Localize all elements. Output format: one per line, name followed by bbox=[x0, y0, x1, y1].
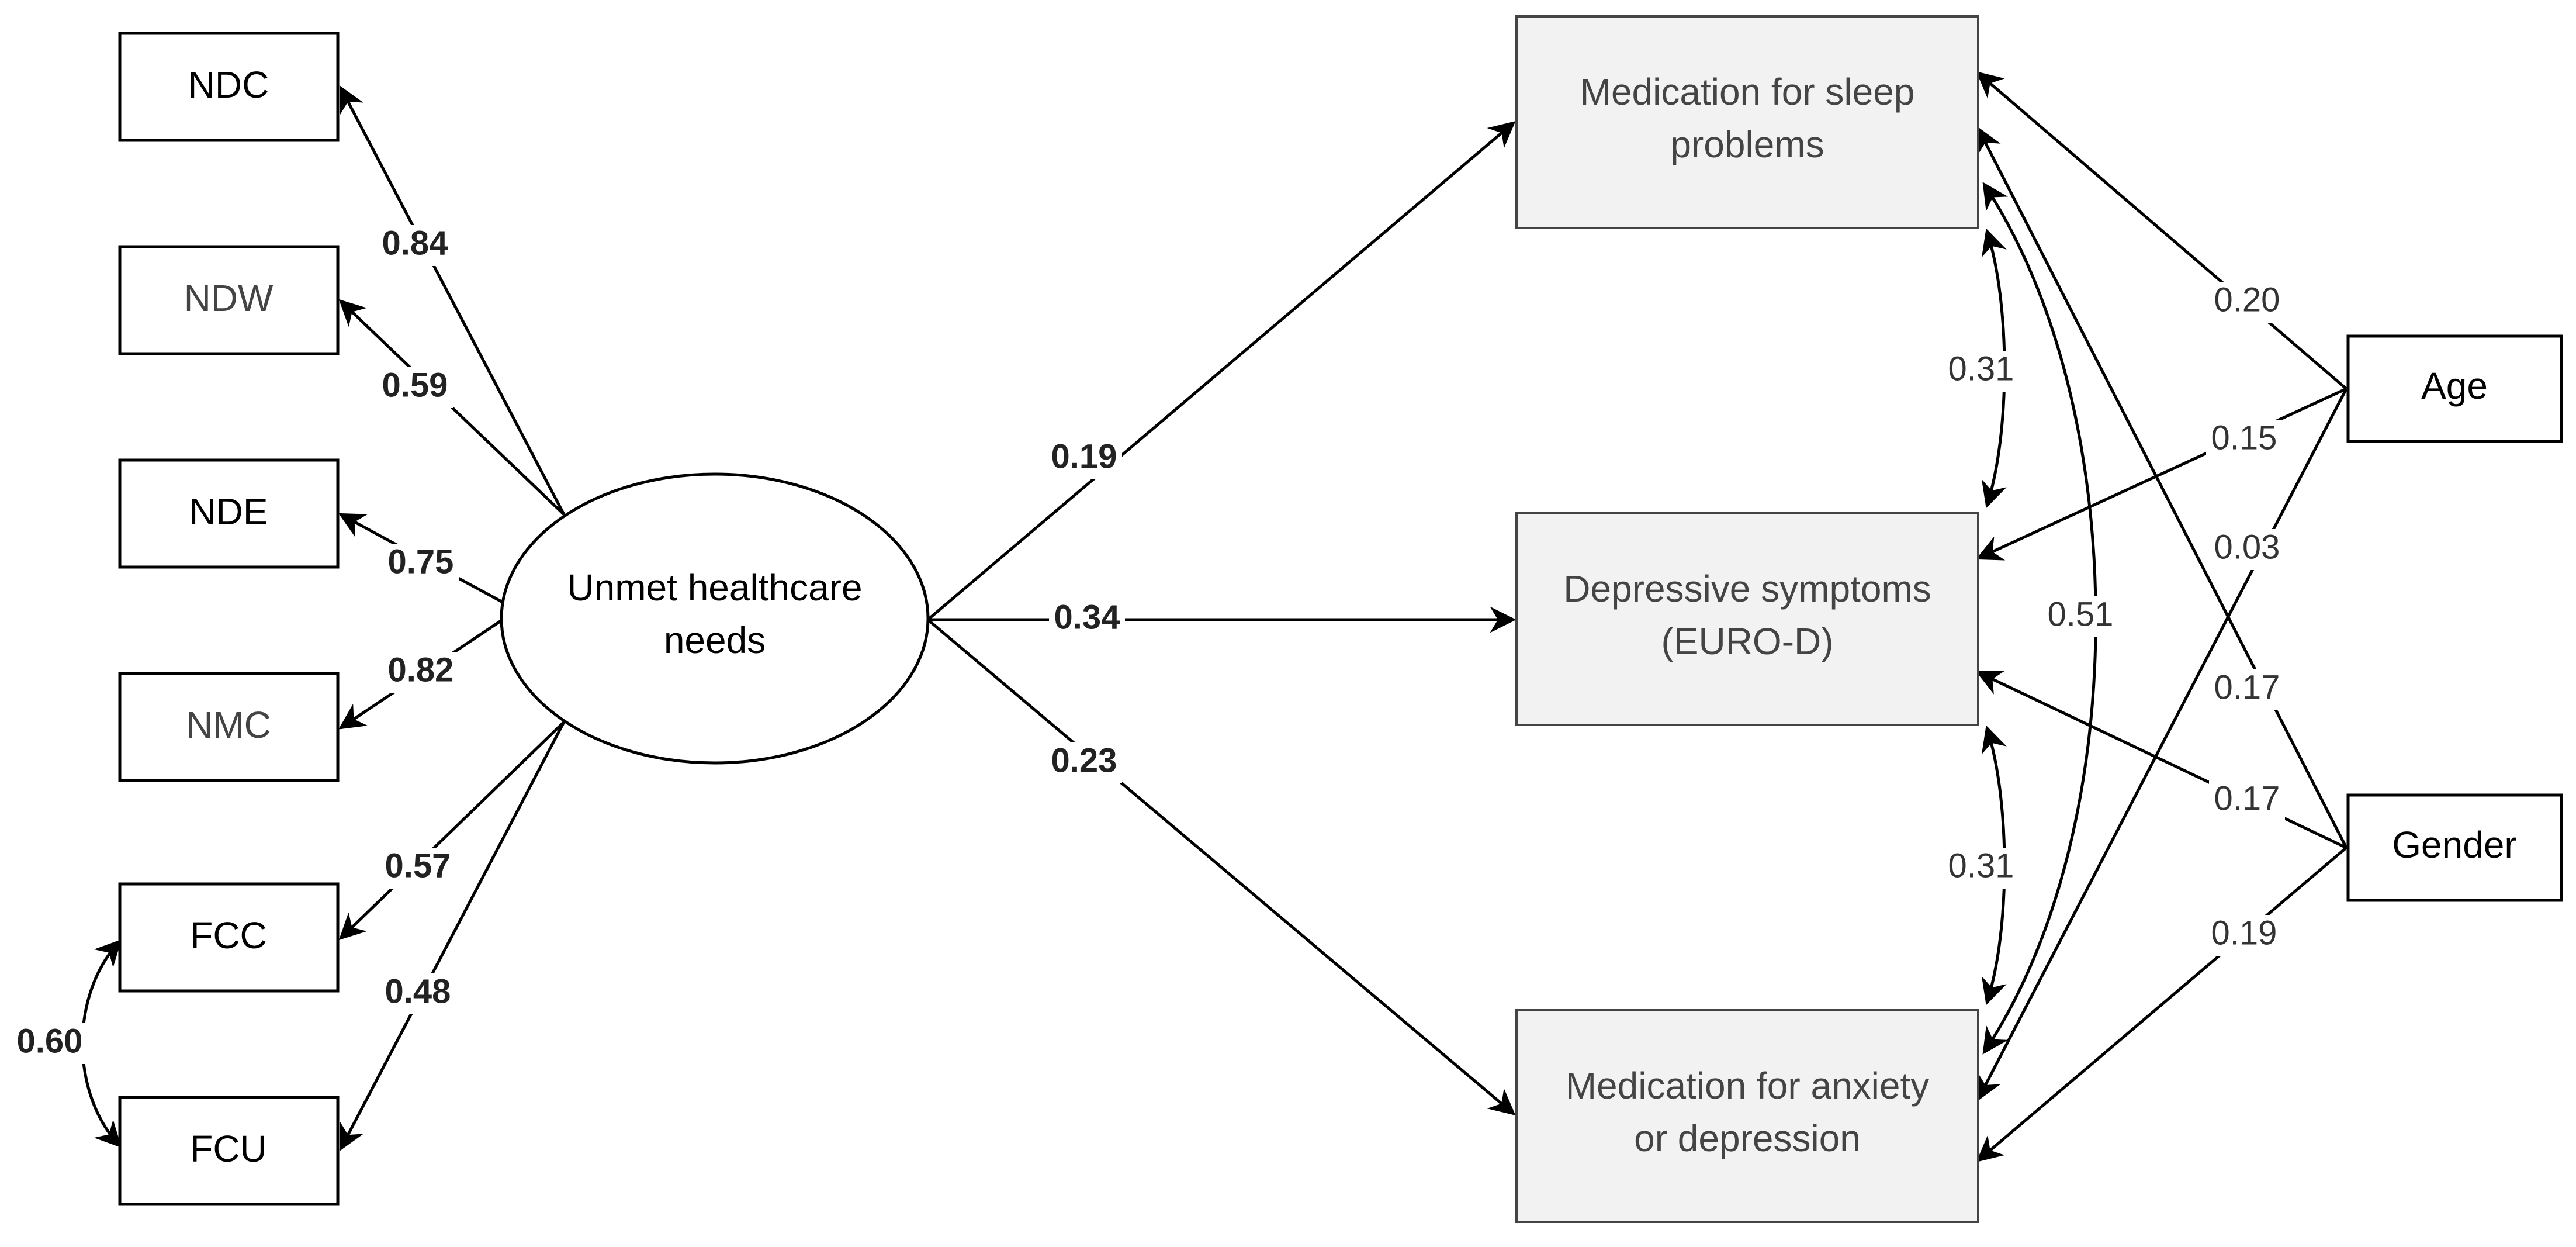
svg-text:0.31: 0.31 bbox=[1948, 847, 2014, 885]
anxiety-label-line1: Medication for anxiety bbox=[1566, 1065, 1930, 1107]
edge-age-anxiety bbox=[1976, 388, 2348, 1101]
label-latent-sleep: 0.19 bbox=[1046, 437, 1122, 479]
svg-text:0.17: 0.17 bbox=[2214, 779, 2280, 817]
label-latent-depressive: 0.34 bbox=[1049, 598, 1125, 640]
node-gender-label: Gender bbox=[2392, 824, 2516, 866]
edge-gender-anxiety bbox=[1976, 847, 2348, 1162]
label-age-anxiety: 0.03 bbox=[2209, 528, 2285, 570]
svg-text:0.75: 0.75 bbox=[388, 543, 454, 581]
svg-text:0.15: 0.15 bbox=[2211, 419, 2277, 457]
edge-age-sleep bbox=[1976, 71, 2348, 390]
label-fcu: 0.48 bbox=[380, 972, 456, 1014]
svg-text:0.03: 0.03 bbox=[2214, 528, 2280, 566]
label-sleep-depressive: 0.31 bbox=[1943, 350, 2019, 392]
node-fcc: FCC bbox=[118, 882, 340, 993]
label-gender-sleep: 0.17 bbox=[2209, 668, 2285, 710]
node-ndc-label: NDC bbox=[188, 64, 269, 106]
node-depressive-symptoms: Depressive symptoms (EURO-D) bbox=[1515, 512, 1979, 726]
edge-latent-anxiety bbox=[928, 620, 1516, 1115]
depressive-label-line2: (EURO-D) bbox=[1661, 620, 1833, 662]
svg-text:0.23: 0.23 bbox=[1051, 741, 1117, 779]
edge-gender-depressive bbox=[1975, 671, 2348, 849]
svg-text:0.20: 0.20 bbox=[2214, 281, 2280, 319]
node-fcc-label: FCC bbox=[190, 914, 267, 956]
depressive-label-line1: Depressive symptoms bbox=[1563, 568, 1931, 610]
indicator-nodes: NDC NDW NDE NMC FCC FCU bbox=[118, 32, 340, 1206]
svg-text:0.60: 0.60 bbox=[17, 1022, 83, 1060]
edge-latent-fcu bbox=[339, 721, 566, 1151]
edge-fcc-fcu-correlation bbox=[81, 939, 122, 1148]
covariate-nodes: Age Gender bbox=[2346, 334, 2563, 902]
node-age-label: Age bbox=[2421, 365, 2488, 407]
svg-text:0.19: 0.19 bbox=[1051, 437, 1117, 475]
node-ndw-label: NDW bbox=[184, 277, 273, 319]
node-gender: Gender bbox=[2346, 793, 2563, 902]
svg-text:0.51: 0.51 bbox=[2048, 595, 2114, 633]
node-fcu-label: FCU bbox=[190, 1128, 267, 1170]
edge-latent-ndc bbox=[339, 85, 566, 516]
node-medication-anxiety: Medication for anxiety or depression bbox=[1515, 1009, 1979, 1223]
svg-text:0.31: 0.31 bbox=[1948, 350, 2014, 388]
edge-latent-sleep bbox=[928, 121, 1516, 620]
edge-gender-sleep bbox=[1976, 126, 2348, 849]
svg-text:0.19: 0.19 bbox=[2211, 914, 2277, 952]
sleep-label-line1: Medication for sleep bbox=[1580, 71, 1915, 113]
coefficient-labels: 0.84 0.59 0.75 0.82 0.57 0.48 0.60 0.1 bbox=[12, 224, 2285, 1064]
node-nmc: NMC bbox=[118, 672, 340, 782]
label-sleep-anxiety: 0.51 bbox=[2042, 595, 2118, 637]
node-nde-label: NDE bbox=[189, 490, 268, 533]
label-ndc: 0.84 bbox=[377, 224, 453, 266]
label-age-sleep: 0.20 bbox=[2209, 281, 2285, 323]
node-nmc-label: NMC bbox=[186, 704, 271, 746]
label-ndw: 0.59 bbox=[377, 366, 453, 408]
label-fcc: 0.57 bbox=[380, 847, 456, 889]
label-age-depressive: 0.15 bbox=[2206, 419, 2282, 461]
svg-text:0.84: 0.84 bbox=[382, 224, 448, 262]
anxiety-label-line2: or depression bbox=[1634, 1117, 1861, 1159]
node-ndc: NDC bbox=[118, 32, 340, 142]
label-nmc: 0.82 bbox=[383, 651, 459, 693]
node-medication-sleep: Medication for sleep problems bbox=[1515, 15, 1979, 229]
latent-label-line2: needs bbox=[664, 619, 766, 661]
label-latent-anxiety: 0.23 bbox=[1046, 741, 1122, 783]
outcome-nodes: Medication for sleep problems Depressive… bbox=[1515, 15, 1979, 1223]
svg-text:0.17: 0.17 bbox=[2214, 668, 2280, 706]
label-depressive-anxiety: 0.31 bbox=[1943, 847, 2019, 889]
edge-latent-fcc bbox=[338, 721, 565, 941]
label-gender-depressive: 0.17 bbox=[2209, 779, 2285, 821]
svg-text:0.48: 0.48 bbox=[385, 972, 451, 1010]
label-gender-anxiety: 0.19 bbox=[2206, 914, 2282, 956]
svg-text:0.57: 0.57 bbox=[385, 847, 451, 885]
node-nde: NDE bbox=[118, 458, 340, 569]
node-age: Age bbox=[2346, 334, 2563, 443]
svg-text:0.34: 0.34 bbox=[1054, 598, 1120, 636]
latent-label-line1: Unmet healthcare bbox=[567, 566, 862, 609]
label-fcc-fcu: 0.60 bbox=[12, 1022, 88, 1064]
edge-age-depressive bbox=[1975, 387, 2348, 561]
node-ndw: NDW bbox=[118, 245, 340, 355]
label-nde: 0.75 bbox=[383, 543, 459, 585]
node-fcu: FCU bbox=[118, 1096, 340, 1206]
node-latent-unmet-healthcare-needs: Unmet healthcare needs bbox=[500, 472, 930, 765]
sleep-label-line2: problems bbox=[1670, 123, 1824, 165]
svg-text:0.82: 0.82 bbox=[388, 651, 454, 689]
svg-text:0.59: 0.59 bbox=[382, 366, 448, 404]
